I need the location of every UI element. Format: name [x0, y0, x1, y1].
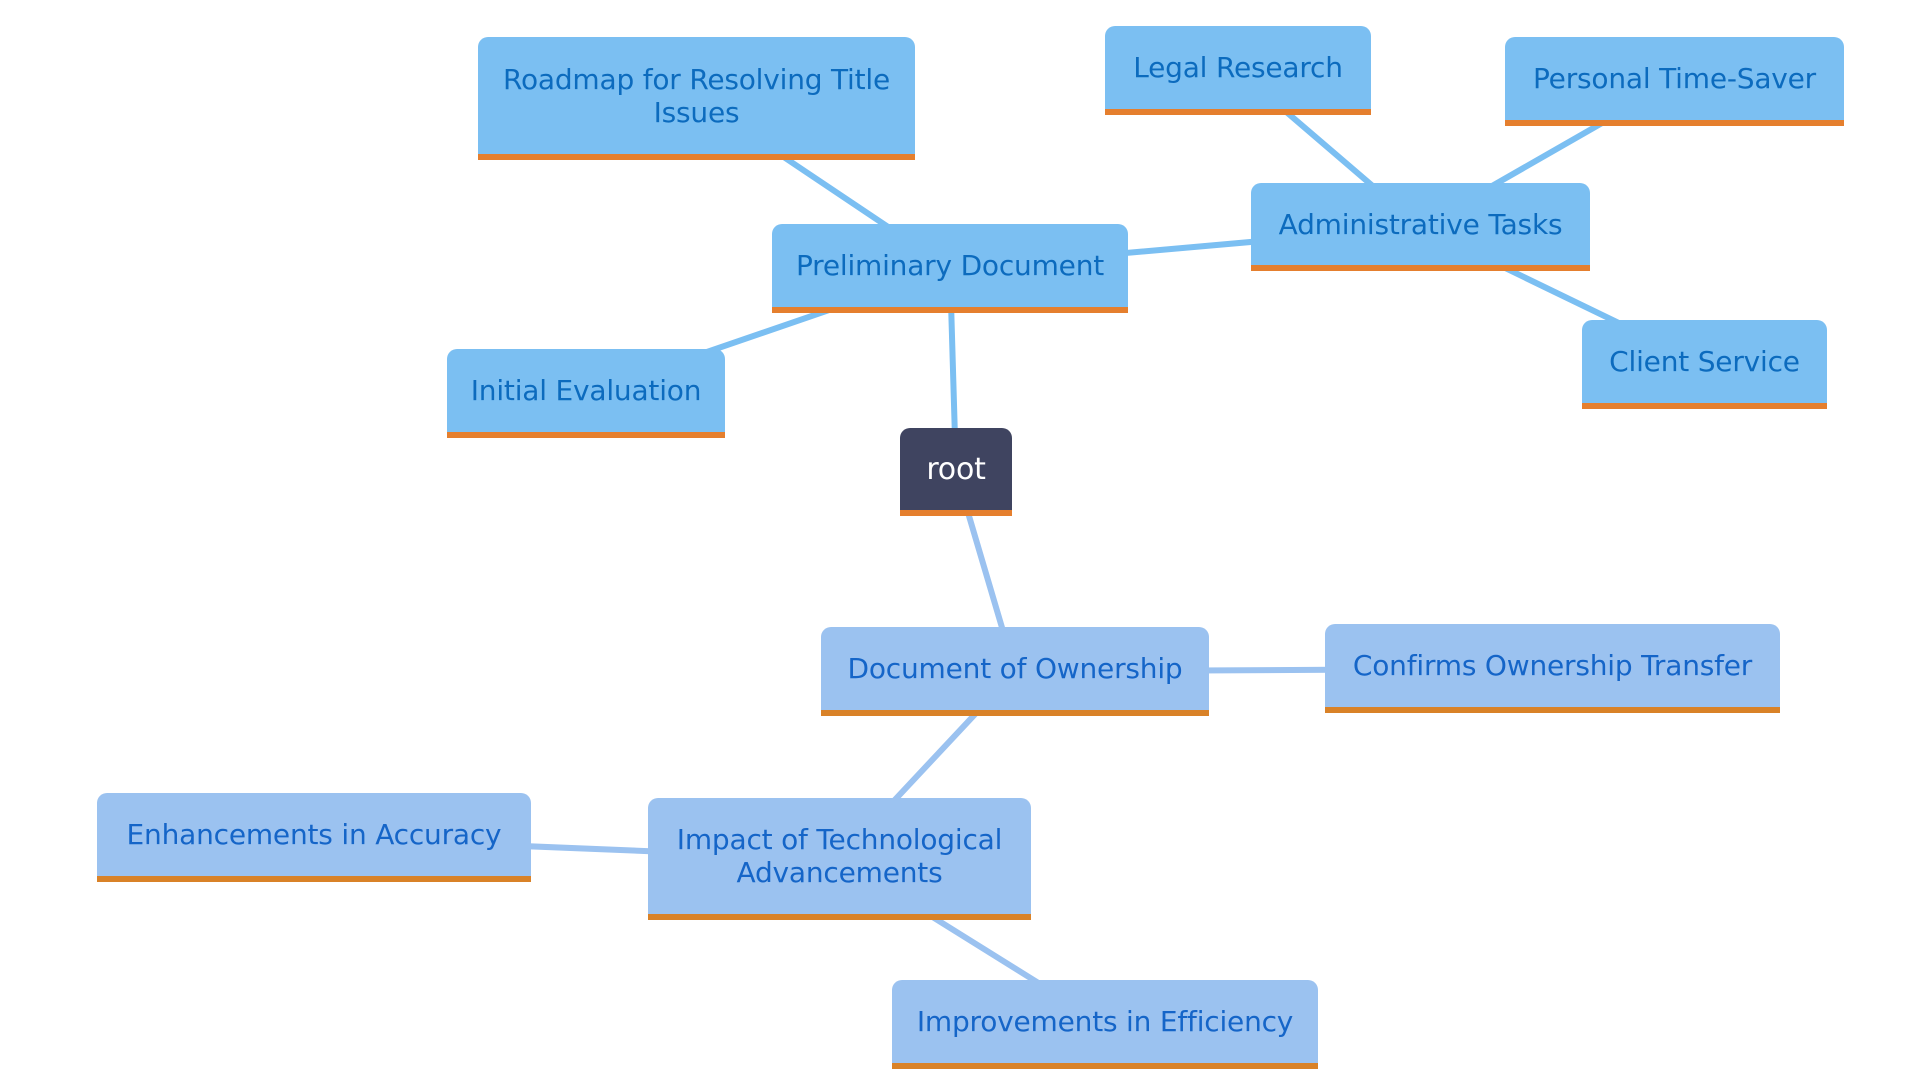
node-legal-research[interactable]: Legal Research — [1105, 26, 1371, 115]
node-label: Administrative Tasks — [1278, 207, 1563, 241]
node-label: Confirms Ownership Transfer — [1352, 649, 1753, 682]
node-label: Document of Ownership — [847, 652, 1183, 685]
node-initial-evaluation[interactable]: Initial Evaluation — [447, 349, 725, 438]
node-root[interactable]: root — [900, 428, 1012, 516]
node-label: Preliminary Document — [795, 249, 1105, 282]
node-confirms-ownership-transfer[interactable]: Confirms Ownership Transfer — [1325, 624, 1780, 713]
node-client-service[interactable]: Client Service — [1582, 320, 1827, 409]
node-label: Client Service — [1609, 345, 1800, 378]
node-personal-time-saver[interactable]: Personal Time-Saver — [1505, 37, 1844, 126]
node-impact-of-technological-advancements[interactable]: Impact of Technological Advancements — [648, 798, 1031, 920]
node-label: root — [926, 451, 986, 487]
node-document-of-ownership[interactable]: Document of Ownership — [821, 627, 1209, 716]
node-label: Roadmap for Resolving Title Issues — [502, 62, 891, 129]
node-roadmap-for-resolving-title-issues[interactable]: Roadmap for Resolving Title Issues — [478, 37, 915, 160]
node-label: Personal Time-Saver — [1533, 62, 1816, 95]
node-label: Impact of Technological Advancements — [676, 823, 1003, 889]
node-label: Improvements in Efficiency — [916, 1005, 1294, 1038]
node-improvements-in-efficiency[interactable]: Improvements in Efficiency — [892, 980, 1318, 1069]
node-enhancements-in-accuracy[interactable]: Enhancements in Accuracy — [97, 793, 531, 882]
node-administrative-tasks[interactable]: Administrative Tasks — [1251, 183, 1590, 271]
node-label: Legal Research — [1133, 51, 1343, 84]
node-label: Initial Evaluation — [470, 374, 702, 407]
node-label: Enhancements in Accuracy — [126, 818, 502, 851]
node-preliminary-document[interactable]: Preliminary Document — [772, 224, 1128, 313]
